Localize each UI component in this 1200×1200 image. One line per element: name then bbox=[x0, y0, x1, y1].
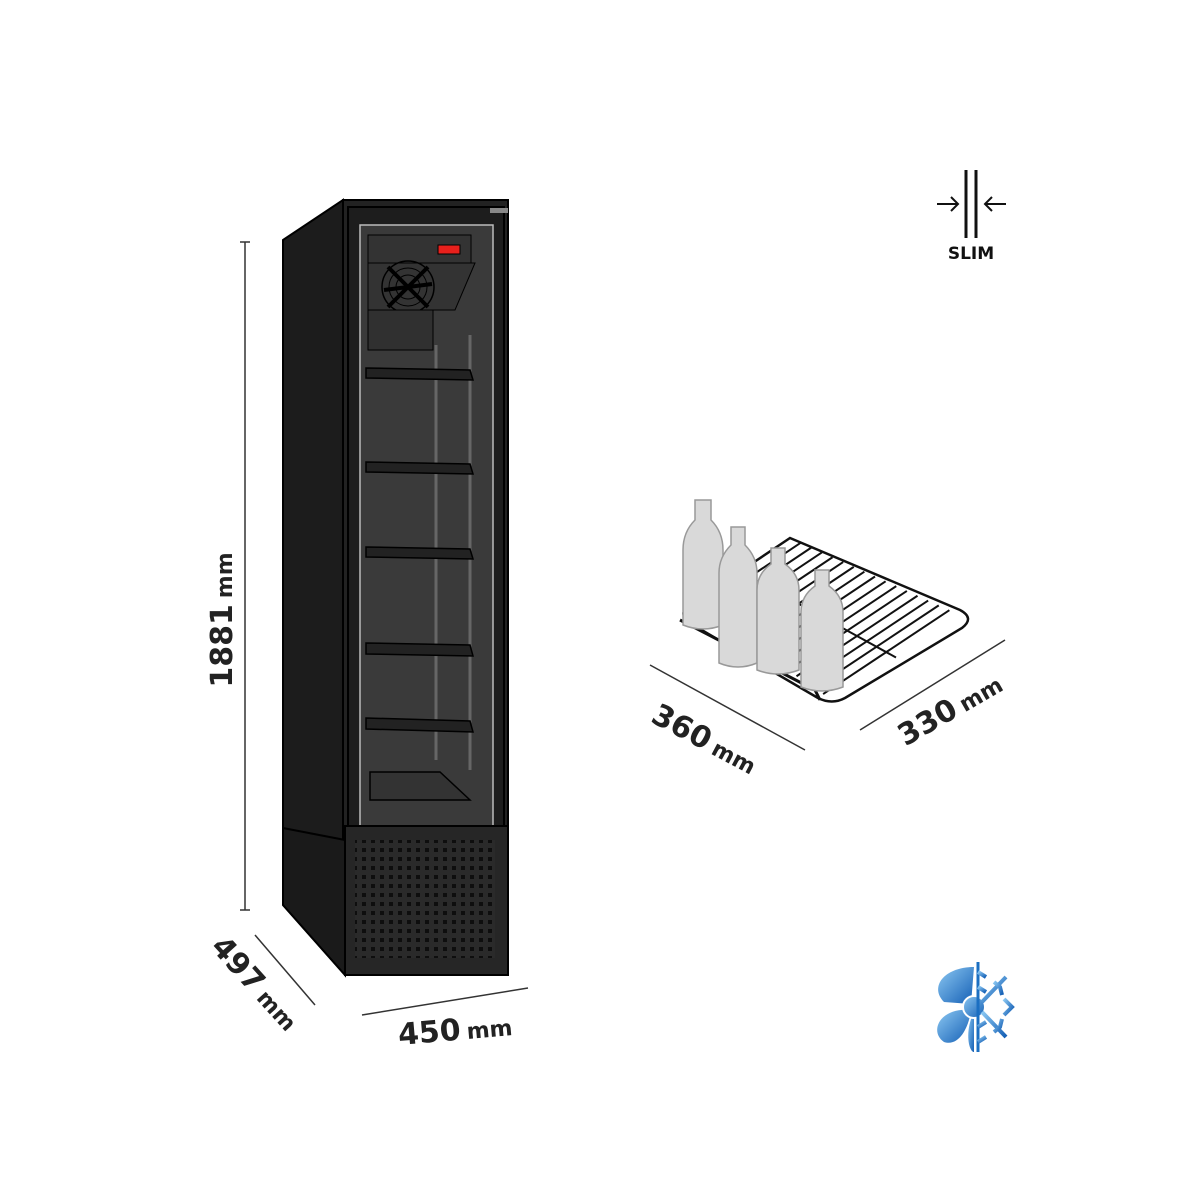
fan-snowflake-icon bbox=[937, 962, 1016, 1052]
bottle bbox=[682, 499, 724, 630]
ventilation-grille bbox=[355, 840, 495, 958]
wire-shelf bbox=[365, 717, 474, 733]
shelf bbox=[365, 461, 475, 475]
height-label: 1881mm bbox=[205, 552, 240, 687]
shelf bbox=[365, 367, 475, 381]
door-hinge bbox=[490, 208, 508, 213]
bottom-tray bbox=[369, 771, 472, 801]
slim-label: SLIM bbox=[948, 244, 994, 264]
fridge-illustration bbox=[282, 198, 509, 978]
bottle bbox=[718, 526, 758, 668]
slim-arrows-icon bbox=[937, 170, 1006, 238]
bottles bbox=[682, 499, 844, 692]
shelf-width-label: 360mm bbox=[646, 697, 764, 782]
bottle bbox=[800, 569, 844, 692]
fan-icon bbox=[381, 260, 435, 314]
slim-badge: SLIM bbox=[937, 170, 1006, 264]
shelf bbox=[365, 546, 475, 560]
shelves bbox=[365, 367, 475, 801]
depth-label: 497mm bbox=[204, 929, 307, 1037]
fridge-base-side bbox=[282, 826, 346, 978]
wire-shelf-illustration bbox=[679, 499, 970, 703]
wire-shelf bbox=[365, 642, 474, 657]
shelf-depth-label: 330mm bbox=[892, 666, 1009, 754]
temperature-display bbox=[437, 244, 461, 255]
bottle bbox=[756, 547, 800, 675]
dimension-lines bbox=[240, 241, 1006, 1016]
